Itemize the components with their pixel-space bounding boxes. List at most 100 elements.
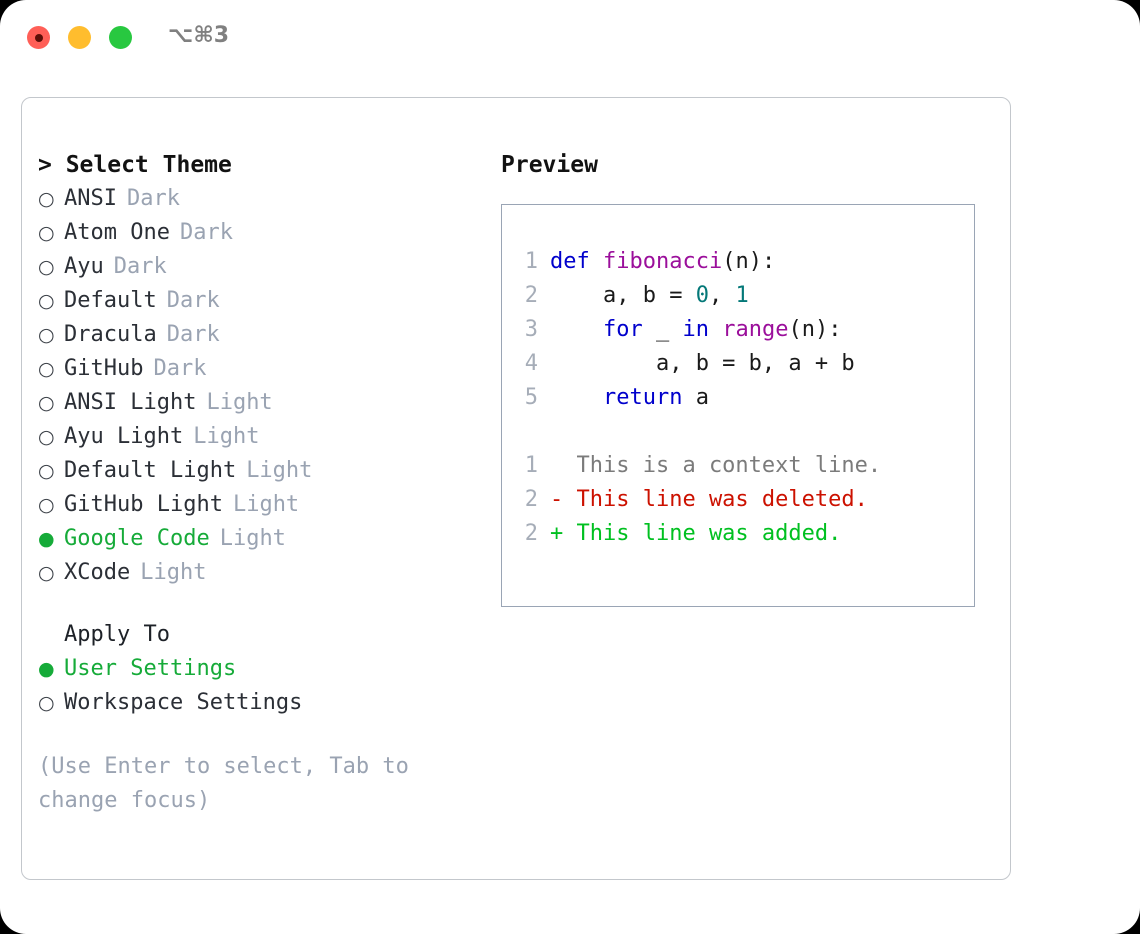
code-line: 4 a, b = b, a + b [514,347,968,381]
diff-line-text: - This line was deleted. [550,487,868,512]
code-token-kw: in [682,317,709,342]
theme-option-category: Dark [153,356,207,381]
theme-option-label: Ayu [64,254,104,279]
theme-option-label: ANSI [64,186,117,211]
diff-line-add: 2 + This line was added. [514,517,968,551]
code-token-pln: _ [642,317,683,342]
code-diff-spacer [514,415,968,449]
theme-option-label: ANSI Light [64,390,197,415]
theme-option-category: Light [232,492,300,517]
apply-to-heading: Apply To [64,622,170,647]
code-line-number: 3 [524,317,538,342]
theme-option-atom-one[interactable]: ○ Atom One Dark [38,216,478,250]
theme-option-category: Light [140,560,207,585]
radio-unselected-icon: ○ [38,256,55,278]
apply-to-option-label: User Settings [64,656,237,681]
theme-option-category: Dark [166,288,220,313]
code-line-text: return a [550,381,709,415]
code-token-pln: (n): [788,317,842,342]
code-token-pln: a, b = b, a + b [550,351,855,376]
help-text: (Use Enter to select, Tab to change focu… [38,754,409,813]
code-line-number: 2 [524,283,538,308]
code-token-pln [550,385,603,410]
code-token-fn: fibonacci [602,249,723,274]
radio-unselected-icon: ○ [38,426,55,448]
apply-to-list: ● User Settings ○Workspace Settings [38,652,478,720]
code-token-kw: for [602,317,643,342]
radio-unselected-icon: ○ [38,358,55,380]
diff-line-ctx: 1 This is a context line. [514,449,968,483]
theme-option-label: GitHub Light [64,492,223,517]
diff-line-text: + This line was added. [550,521,842,546]
theme-option-category: Light [246,458,313,483]
theme-option-label: Default Light [64,458,237,483]
zoom-button-icon[interactable] [109,26,132,49]
code-token-num: 1 [735,283,749,308]
theme-option-label: Dracula [64,322,157,347]
code-token-pln [550,317,603,342]
theme-option-category: Light [193,424,260,449]
code-token-pln: a, b = [550,283,696,308]
code-line-number: 4 [524,351,538,376]
code-token-kw: def [550,249,603,274]
code-token-pln: , [708,283,736,308]
code-line-number: 5 [524,385,538,410]
code-line-text: for _ in range(n): [550,313,841,347]
theme-option-default[interactable]: ○ Default Dark [38,284,478,318]
select-theme-heading: > Select Theme [38,152,232,178]
radio-selected-icon: ● [38,658,55,680]
theme-option-label: Google Code [64,526,210,551]
theme-option-label: Default [64,288,157,313]
theme-option-google-code[interactable]: ● Google Code Light [38,522,478,556]
theme-option-category: Dark [113,254,167,279]
theme-option-label: Atom One [64,220,170,245]
code-token-pln: (n): [722,249,776,274]
code-token-fn: range [722,317,789,342]
code-token-kw: return [602,385,683,410]
code-line: 1 def fibonacci(n): [514,245,968,279]
radio-unselected-icon: ○ [38,222,55,244]
theme-option-ayu-light[interactable]: ○ Ayu Light Light [38,420,478,454]
radio-unselected-icon: ○ [38,290,55,312]
diff-line-text: This is a context line. [550,453,882,478]
minimize-button-icon[interactable] [68,26,91,49]
radio-selected-icon: ● [38,528,55,550]
apply-to-option-user-settings[interactable]: ● User Settings [38,652,478,686]
close-button-icon[interactable] [27,26,50,49]
theme-option-dracula[interactable]: ○ Dracula Dark [38,318,478,352]
theme-option-category: Light [206,390,273,415]
radio-unselected-icon: ○ [38,324,55,346]
theme-option-label: GitHub [64,356,144,381]
theme-option-category: Dark [179,220,233,245]
theme-option-github-light[interactable]: ○ GitHub Light Light [38,488,478,522]
theme-option-category: Light [219,526,286,551]
radio-unselected-icon: ○ [38,562,55,584]
code-token-num: 0 [695,283,709,308]
theme-option-label: Ayu Light [64,424,184,449]
theme-option-label: XCode [64,560,131,585]
theme-option-category: Dark [166,322,220,347]
theme-option-xcode[interactable]: ○ XCode Light [38,556,478,590]
radio-unselected-icon: ○ [38,494,55,516]
code-line: 2 a, b = 0, 1 [514,279,968,313]
theme-option-ayu[interactable]: ○ Ayu Dark [38,250,478,284]
diff-line-number: 2 [524,521,538,546]
code-line-number: 1 [524,249,538,274]
code-line-text: def fibonacci(n): [550,245,775,279]
theme-option-category: Dark [126,186,180,211]
diff-line-number: 2 [524,487,538,512]
code-line: 5 return a [514,381,968,415]
diff-block: 1 This is a context line. 2 - This line wa… [514,449,968,551]
apply-to-option-workspace-settings[interactable]: ○Workspace Settings [38,686,478,720]
code-line-text: a, b = b, a + b [550,347,855,381]
theme-option-github[interactable]: ○ GitHub Dark [38,352,478,386]
